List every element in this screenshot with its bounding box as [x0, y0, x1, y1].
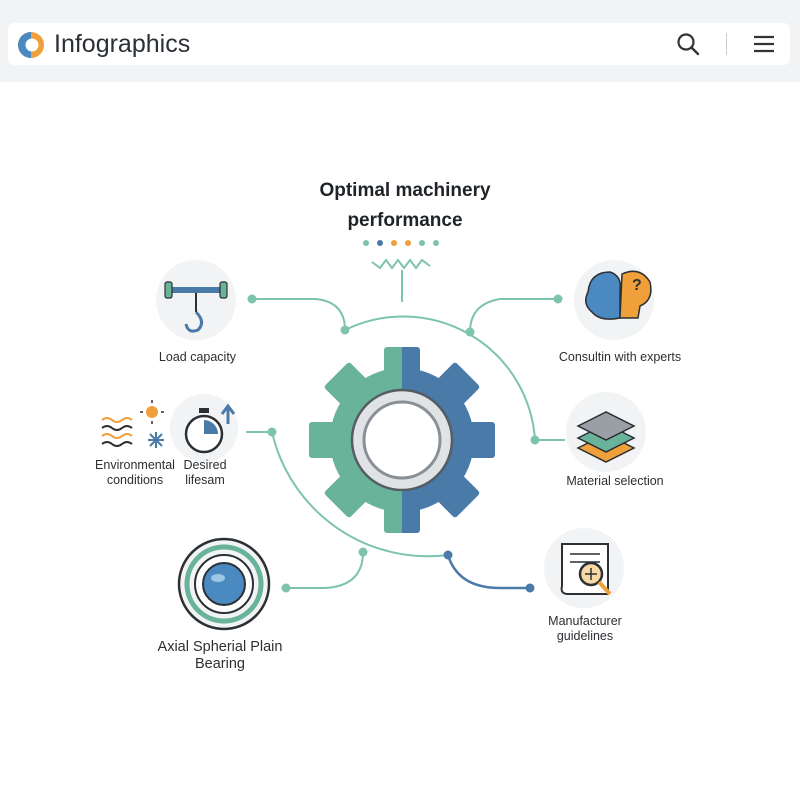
diagram-title: Optimal machinery performance	[319, 180, 491, 231]
node-label-lifespan: Desired lifesam	[183, 458, 227, 487]
weather-icon	[101, 400, 164, 448]
experts-connector	[469, 298, 558, 333]
stopwatch-icon	[170, 394, 238, 462]
svg-text:?: ?	[632, 277, 642, 294]
hamburger-menu-icon[interactable]	[750, 30, 778, 58]
layers-icon	[566, 392, 646, 472]
connector-dots	[247, 294, 563, 593]
toolbar-divider	[726, 33, 727, 55]
guidelines-connector	[446, 554, 530, 590]
title-dots	[363, 240, 439, 246]
bearing-connector	[286, 551, 364, 589]
node-label-material: Material selection	[566, 474, 664, 488]
node-label-manufacturer: Manufacturer guidelines	[548, 614, 622, 643]
search-icon[interactable]	[674, 30, 702, 58]
load-connector	[252, 298, 346, 331]
node-label-bearing: Axial Spherial Plain Bearing	[157, 639, 283, 672]
diagram-canvas: ?	[101, 240, 654, 631]
crane-hook-icon	[156, 260, 236, 340]
app-logo-icon[interactable]	[16, 30, 46, 60]
title-wave-icon	[371, 258, 431, 270]
bearing-icon	[177, 537, 271, 631]
document-magnifier-icon	[544, 528, 624, 608]
node-label-experts: Consultin with experts	[558, 350, 682, 364]
bottom-arc-connector	[271, 431, 449, 558]
gear-icon	[309, 347, 495, 533]
node-label-load-capacity: Load capacity	[158, 350, 237, 364]
app-title: Infographics	[54, 30, 191, 58]
header-bar	[8, 23, 790, 65]
node-label-environmental: Environmental conditions	[95, 458, 175, 487]
brain-lightbulb-icon: ?	[574, 260, 654, 340]
